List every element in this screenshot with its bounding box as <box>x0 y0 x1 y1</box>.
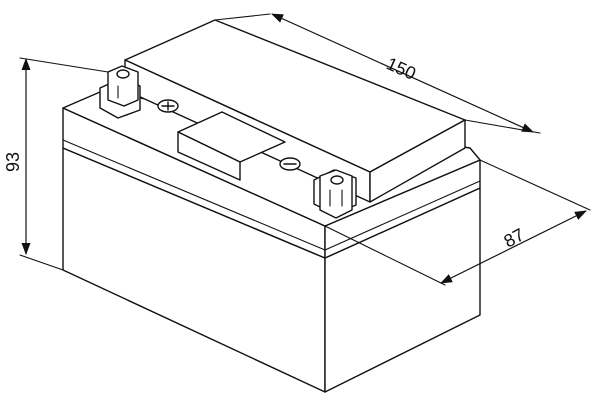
negative-terminal-screw <box>330 175 344 185</box>
negative-symbol-icon <box>279 157 301 171</box>
length-label: 150 <box>383 53 419 83</box>
positive-terminal <box>99 65 141 119</box>
positive-terminal-post <box>107 65 139 107</box>
height-label: 93 <box>3 152 23 172</box>
width-label: 87 <box>500 224 527 251</box>
height-dimension: 93 <box>3 58 31 255</box>
width-dimension-line <box>440 210 587 284</box>
raised-block-side <box>369 119 466 203</box>
lid-seam-front <box>62 139 326 251</box>
negative-terminal-post <box>319 169 353 219</box>
length-dimension-line <box>271 13 534 133</box>
negative-terminal <box>313 169 357 219</box>
positive-symbol-icon <box>157 99 179 113</box>
lid-recess-wall <box>177 131 241 181</box>
positive-terminal-screw <box>116 69 130 79</box>
